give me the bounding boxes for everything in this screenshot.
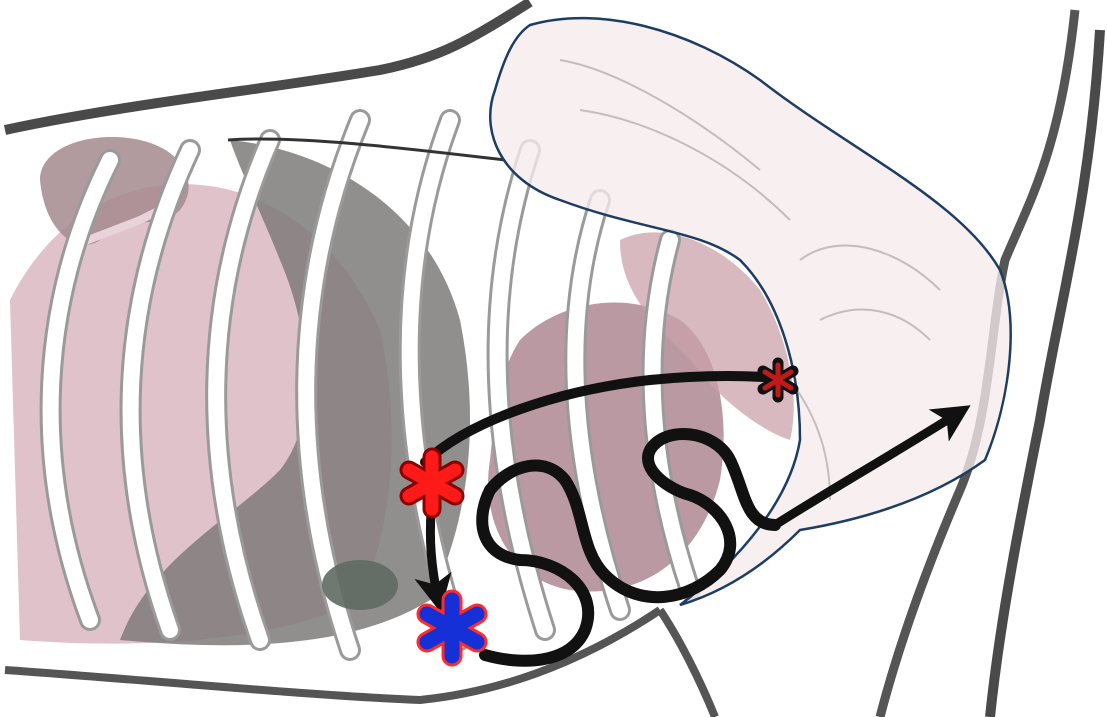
blue-asterisk-icon — [427, 600, 477, 656]
leg-front-contour — [660, 610, 715, 717]
small-red-asterisk-icon — [763, 363, 793, 397]
red-asterisk-icon — [409, 457, 455, 509]
gallbladder — [322, 560, 398, 610]
